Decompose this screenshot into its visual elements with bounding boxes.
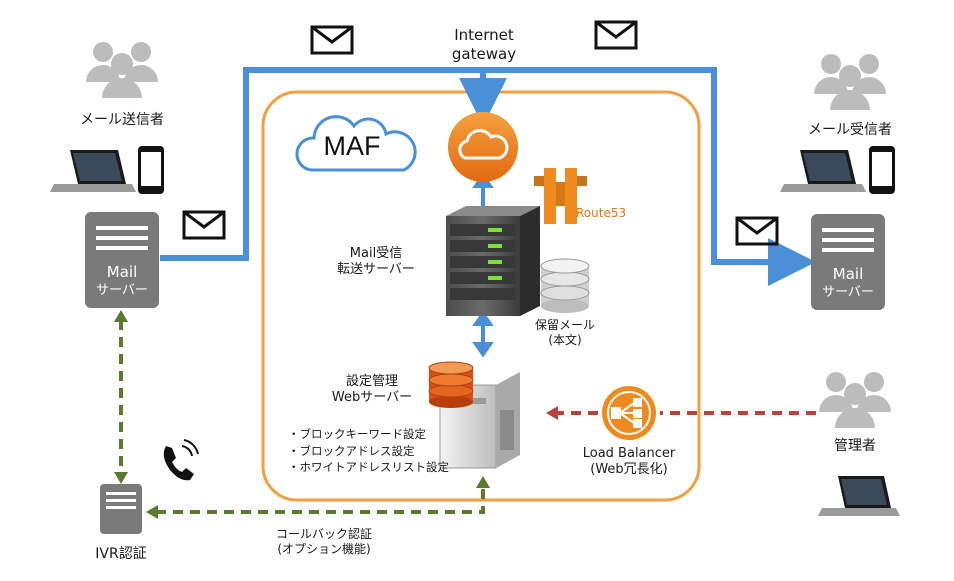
mail-receive-line1: Mail受信 — [349, 246, 403, 261]
left-server-sub: サーバー — [96, 283, 148, 299]
mail-receiver-label: メール受信者 — [808, 122, 892, 138]
people-group-icon — [814, 54, 886, 110]
config-line2: Webサーバー — [331, 390, 413, 406]
left-server-label: Mail サーバー — [85, 262, 159, 300]
people-group-icon — [819, 372, 891, 428]
config-web-server-icon — [428, 361, 520, 469]
laptop-icon — [50, 150, 136, 192]
route53-label: Route53 — [576, 206, 627, 220]
callback-line2: (オプション機能) — [277, 542, 371, 556]
envelope-icon — [310, 25, 354, 55]
storage-database-icon — [540, 258, 590, 313]
smartphone-icon — [869, 146, 895, 194]
ivr-server-icon — [100, 484, 142, 534]
envelope-icon — [182, 210, 226, 240]
envelope-icon — [594, 20, 638, 50]
mail-flow-line — [160, 67, 816, 286]
ivr-label: IVR認証 — [95, 546, 147, 562]
admin-label: 管理者 — [834, 438, 876, 454]
route53-icon — [534, 168, 587, 224]
settings-item: ブロックキーワード設定 — [288, 426, 449, 443]
envelope-icon — [735, 216, 779, 246]
load-balancer-line2: (Web冗長化) — [590, 462, 668, 478]
laptop-icon — [818, 476, 900, 516]
callback-label: コールバック認証 (オプション機能) — [254, 527, 394, 557]
maf-label: MAF — [323, 131, 381, 161]
load-balancer-icon — [602, 386, 656, 440]
mail-receive-server-icon — [446, 206, 540, 316]
internet-gateway-label: Internet gateway — [451, 26, 517, 63]
settings-list: ブロックキーワード設定 ブロックアドレス設定 ホワイトアドレスリスト設定 — [288, 426, 450, 476]
load-balancer-label: Load Balancer (Web冗長化) — [574, 446, 684, 479]
maf-cloud-icon — [295, 115, 417, 172]
right-server-label: Mail サーバー — [811, 264, 885, 302]
callback-line — [119, 320, 485, 514]
storage-label: 保留メール (本文) — [534, 318, 596, 348]
settings-item: ホワイトアドレスリスト設定 — [288, 459, 450, 476]
phone-call-icon — [163, 439, 199, 481]
smartphone-icon — [138, 146, 164, 194]
left-mail-server-icon — [85, 212, 159, 308]
config-line1: 設定管理 — [345, 374, 398, 389]
callback-line1: コールバック認証 — [275, 527, 372, 541]
right-server-sub: サーバー — [822, 285, 874, 301]
mail-receive-line2: 転送サーバー — [337, 262, 415, 278]
internet-gateway-icon — [448, 112, 518, 182]
laptop-icon — [780, 150, 866, 192]
mail-sender-label: メール送信者 — [80, 112, 164, 128]
storage-line1: 保留メール — [534, 318, 595, 332]
config-server-label: 設定管理 Webサーバー — [322, 374, 422, 407]
left-server-name: Mail — [106, 263, 138, 281]
right-mail-server-icon — [811, 214, 885, 310]
storage-line2: (本文) — [548, 333, 582, 347]
people-group-icon — [86, 42, 158, 98]
right-server-name: Mail — [832, 265, 864, 283]
settings-item: ブロックアドレス設定 — [288, 443, 449, 460]
load-balancer-line1: Load Balancer — [582, 446, 676, 461]
mail-receive-server-label: Mail受信 転送サーバー — [326, 246, 426, 279]
